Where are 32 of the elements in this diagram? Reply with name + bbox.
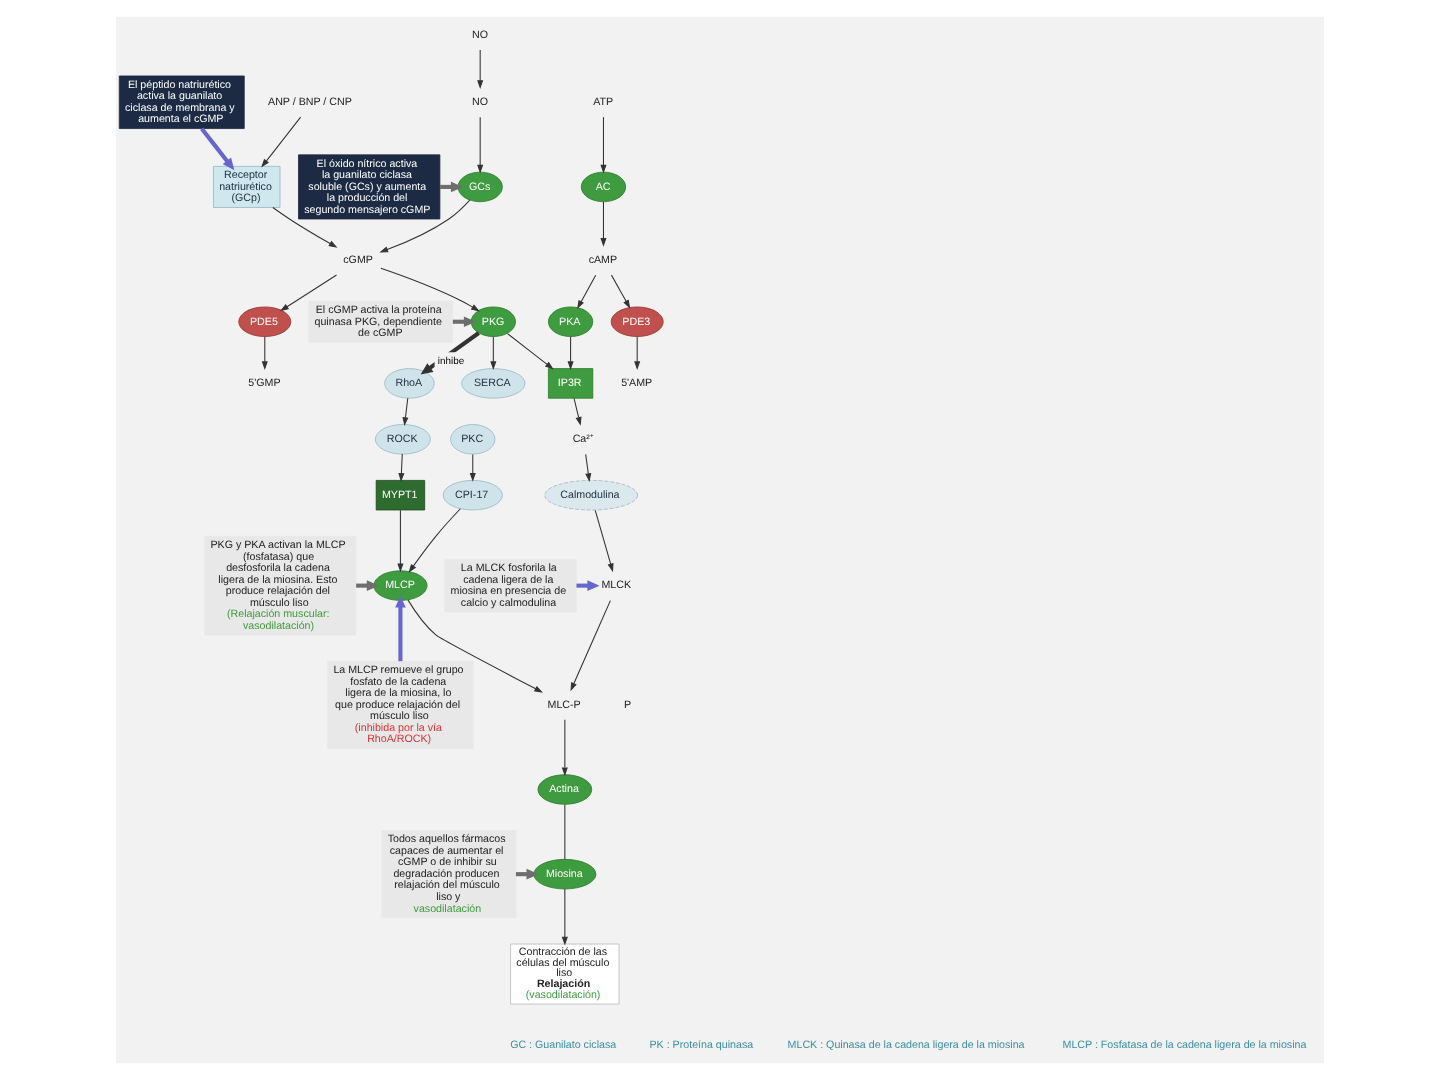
arrow bbox=[577, 274, 597, 310]
arrow bbox=[594, 509, 614, 573]
arrow bbox=[610, 274, 631, 309]
arrow bbox=[280, 274, 338, 312]
arrow bbox=[477, 49, 484, 90]
arrow bbox=[490, 336, 497, 371]
arrow bbox=[600, 201, 607, 247]
arrow bbox=[469, 453, 476, 482]
arrow bbox=[379, 199, 471, 253]
arrow bbox=[506, 333, 554, 370]
arrow bbox=[600, 116, 607, 174]
arrow bbox=[397, 509, 404, 573]
arrow bbox=[408, 508, 461, 573]
arrow bbox=[380, 267, 480, 312]
arrow bbox=[395, 595, 406, 662]
arrow bbox=[634, 336, 641, 371]
arrow bbox=[402, 397, 409, 426]
arrow bbox=[200, 127, 235, 171]
arrow bbox=[477, 116, 484, 174]
connector bbox=[564, 803, 566, 860]
arrow bbox=[570, 600, 611, 692]
arrow bbox=[420, 331, 480, 375]
arrow bbox=[272, 206, 338, 248]
arrow bbox=[261, 336, 268, 371]
arrow bbox=[261, 116, 302, 168]
arrow bbox=[407, 599, 543, 693]
arrow bbox=[567, 336, 574, 371]
arrow bbox=[561, 888, 568, 946]
arrow bbox=[398, 453, 405, 482]
arrow bbox=[585, 453, 592, 482]
arrow bbox=[573, 397, 582, 426]
arrow bbox=[561, 719, 568, 777]
